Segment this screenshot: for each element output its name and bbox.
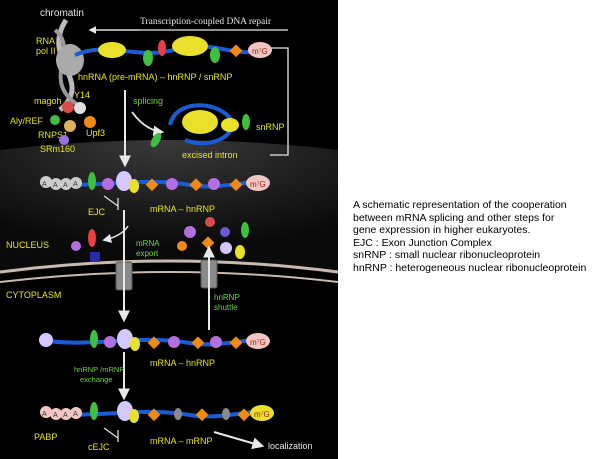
polya-n2: A — [53, 182, 58, 189]
polya-n4: A — [73, 181, 78, 188]
label-mrna-hnrnp: mRNA – hnRNP — [150, 204, 215, 214]
label-aly-ref: Aly/REF — [10, 116, 44, 126]
label-pabp: PABP — [34, 432, 57, 442]
caption-line-1: A schematic representation of the cooper… — [353, 199, 567, 211]
cap-cytoplasm: m⁷G — [250, 338, 266, 347]
cejc-bracket — [103, 427, 119, 442]
localization-arrow — [213, 431, 265, 450]
label-hnrnp-shuttle-1: hnRNP — [214, 293, 240, 302]
label-srm160: SRm160 — [40, 144, 75, 154]
polya-c2: A — [53, 412, 58, 419]
nuclear-mrna-complex: A A A A m⁷G — [39, 171, 271, 193]
label-localization: localization — [268, 441, 313, 451]
label-rna-pol-ii-2: pol II — [36, 46, 56, 56]
cap-top: m⁷G — [252, 47, 268, 56]
label-transcription-coupled-dna-repair: Transcription-coupled DNA repair — [140, 17, 272, 27]
nucleus-shading — [0, 140, 338, 275]
polya-n3: A — [63, 182, 68, 189]
label-hnrnp-shuttle-2: shuttle — [214, 303, 238, 312]
label-exchange-1: hnRNP /mRNP — [74, 365, 124, 374]
cap-nuclear: m⁷G — [250, 180, 266, 189]
caption-line-2: between mRNA splicing and other steps fo… — [353, 211, 555, 224]
caption-line-6: hnRNP : heterogeneous nuclear ribonucleo… — [353, 261, 587, 274]
splicing-arrow-curve — [131, 111, 165, 137]
polya-c3: A — [63, 412, 68, 419]
caption-line-4: EJC : Exon Junction Complex — [353, 236, 492, 249]
label-exchange-2: exchange — [80, 375, 113, 384]
figure-caption: A schematic representation of the cooper… — [353, 199, 593, 274]
label-cytoplasm: CYTOPLASM — [6, 290, 61, 300]
nuclear-envelope-outer — [0, 259, 338, 274]
label-ejc: EJC — [88, 207, 106, 217]
nuclear-envelope-inner — [0, 271, 338, 283]
label-cejc: cEJC — [88, 442, 110, 452]
caption-line-3: gene expression in higher eukaryotes. — [353, 224, 531, 236]
label-mrna-export-2: export — [136, 249, 159, 258]
label-mrna-export-1: mRNA — [136, 239, 160, 248]
label-rnps1: RNPS1 — [38, 130, 68, 140]
polya-n1: A — [42, 181, 47, 188]
released-factors — [71, 229, 100, 262]
release-arrow — [102, 225, 129, 243]
pre-mrna-complex: m⁷G — [74, 36, 272, 66]
label-chromatin: chromatin — [40, 8, 84, 19]
ejc-bracket — [103, 195, 119, 210]
label-rna-pol-ii-1: RNA — [36, 36, 55, 46]
label-snrnp: snRNP — [256, 122, 285, 132]
label-mrna-hnrnp-2: mRNA – hnRNP — [150, 358, 215, 368]
label-hnrna: hnRNA (pre-mRNA) – hnRNP / snRNP — [78, 72, 232, 82]
label-excised-intron: excised intron — [182, 150, 238, 160]
cytoplasmic-mrna-complex: m⁷G — [39, 329, 270, 351]
schematic-diagram: chromatin RNA pol II Transcription-coupl… — [0, 0, 338, 459]
label-y14: Y14 — [74, 90, 90, 100]
mrna-mrnp-complex: A A A A m⁷G — [39, 401, 274, 423]
excised-intron-icon — [150, 103, 250, 148]
label-nucleus: NUCLEUS — [6, 240, 49, 250]
label-mrna-mrnp: mRNA – mRNP — [150, 436, 213, 446]
chromatin-icon — [53, 18, 84, 112]
polya-c4: A — [73, 411, 78, 418]
label-magoh: magoh — [34, 96, 62, 106]
polya-c1: A — [42, 411, 47, 418]
caption-line-5: snRNP : small nuclear ribonucleoprotein — [353, 249, 541, 261]
label-splicing: splicing — [133, 96, 163, 106]
ejc-protein-cluster — [50, 101, 96, 145]
label-upf3: Upf3 — [86, 128, 105, 138]
cap-final: m⁷G — [254, 410, 270, 419]
